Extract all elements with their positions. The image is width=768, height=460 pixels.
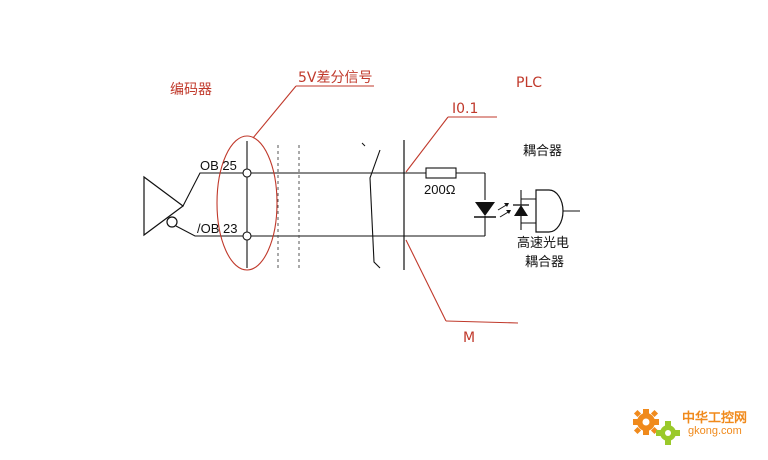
resistor-200-ohm [425,167,457,179]
hs-opto-label-line1: 高速光电 [517,236,570,251]
pin-ob-label: OB 25 [200,158,237,173]
resistor-label: 200Ω [424,182,456,197]
terminal-ob-inv [242,231,252,241]
light-arrowhead-2 [506,210,511,214]
ground-leader [405,239,447,322]
photodiode [514,205,528,216]
plc-label: PLC [516,75,543,91]
ground-label: M [463,330,476,346]
watermark-domain: gkong.com [688,425,742,437]
pin-ob-inv-label: /OB 23 [197,221,238,236]
cable-break-line [369,149,381,269]
light-arrowhead-1 [504,203,509,207]
input-address-label: I0.1 [452,101,479,117]
watermark-brand: 中华工控网 [682,411,748,426]
hs-opto-label-line2: 耦合器 [525,255,565,270]
terminal-ob [242,168,252,178]
line-driver-triangle [143,175,185,237]
gear-logo-icon [633,409,680,445]
inverting-bubble [166,216,178,228]
diff-signal-leader [252,85,297,139]
input-leader [405,116,449,173]
ground-underline [445,320,519,324]
break-tick [361,142,366,147]
led-diode [475,202,495,216]
receiver-gate [535,189,564,233]
diff-signal-ellipse [216,135,278,271]
ob-lead-wire [182,172,247,207]
encoder-label: 编码器 [170,82,212,98]
ob-inv-lead-wire [175,225,247,237]
coupler-label: 耦合器 [523,144,563,159]
gkong-watermark: 中华工控网 gkong.com [630,395,764,450]
diff-signal-label: 5V差分信号 [298,70,373,86]
